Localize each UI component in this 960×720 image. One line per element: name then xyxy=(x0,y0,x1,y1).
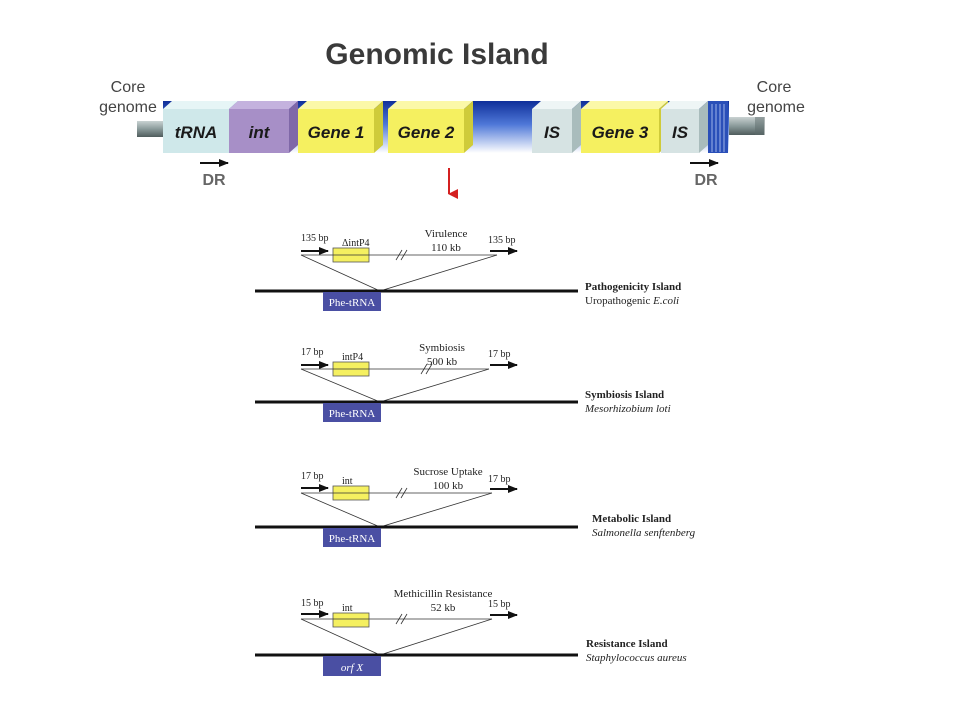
organism-name: Uropathogenic E.coli xyxy=(585,295,679,307)
break-mark xyxy=(395,487,408,499)
site-label: Phe-tRNA xyxy=(329,533,376,545)
segment-gene-2: Gene 2 xyxy=(388,101,473,153)
core-genome-left xyxy=(137,121,165,137)
gene-label: int xyxy=(342,476,353,487)
dr-left-size: 17 bp xyxy=(301,471,324,482)
size-label: 52 kb xyxy=(431,602,456,614)
segment-gene-2-label: Gene 2 xyxy=(398,123,455,142)
dr-left-size: 135 bp xyxy=(301,233,329,244)
site-box xyxy=(323,656,381,676)
dr-left-size: 15 bp xyxy=(301,598,324,609)
function-label: Virulence xyxy=(425,228,468,240)
site-box xyxy=(323,292,381,311)
page-title: Genomic Island xyxy=(325,38,548,71)
dr-right-size: 15 bp xyxy=(488,599,511,610)
gene-box xyxy=(332,612,370,628)
segment-trna: tRNA xyxy=(163,101,238,153)
segment-gene-1: Gene 1 xyxy=(298,101,383,153)
segment-is-1: IS xyxy=(532,101,581,153)
gene-label: int xyxy=(342,603,353,614)
dr-right-size: 135 bp xyxy=(488,235,516,246)
island-name: Pathogenicity Island xyxy=(585,281,681,293)
size-label: 500 kb xyxy=(427,356,458,368)
break-mark xyxy=(395,249,408,261)
segment-int-label: int xyxy=(249,123,271,142)
function-label: Methicillin Resistance xyxy=(394,588,493,600)
function-label: Sucrose Uptake xyxy=(413,466,482,478)
segment-is-1-label: IS xyxy=(544,123,561,142)
core-genome-right-label-2: genome xyxy=(747,99,805,116)
segment-gene-1-label: Gene 1 xyxy=(308,123,365,142)
island-panel-metabolic: 17 bp int Sucrose Uptake 100 kb 17 bp Ph… xyxy=(255,466,696,547)
gene-label: intP4 xyxy=(342,352,363,363)
island-panel-symbiosis: 17 bp intP4 Symbiosis 500 kb 17 bp Phe-t… xyxy=(255,342,671,422)
core-genome-left-label-1: Core xyxy=(111,79,146,96)
dr-left-label: DR xyxy=(202,172,226,189)
site-label: orf X xyxy=(341,662,365,674)
site-label: Phe-tRNA xyxy=(329,408,376,420)
island-panel-resistance: 15 bp int Methicillin Resistance 52 kb 1… xyxy=(255,588,687,676)
dr-left-size: 17 bp xyxy=(301,347,324,358)
island-name: Resistance Island xyxy=(586,638,668,650)
segment-gene-3-label: Gene 3 xyxy=(592,123,649,142)
segment-gene-3: Gene 3 xyxy=(581,101,668,153)
dr-right-label: DR xyxy=(694,172,718,189)
organism-name: Mesorhizobium loti xyxy=(584,403,671,415)
core-genome-left-label-2: genome xyxy=(99,99,157,116)
function-label: Symbiosis xyxy=(419,342,465,354)
core-genome-right xyxy=(726,117,765,135)
dr-right-size: 17 bp xyxy=(488,474,511,485)
size-label: 100 kb xyxy=(433,480,464,492)
segment-is-2: IS xyxy=(661,101,708,153)
segment-right-cap xyxy=(708,101,728,153)
break-mark xyxy=(395,613,408,625)
site-box xyxy=(323,528,381,547)
island-name: Metabolic Island xyxy=(592,513,671,525)
island-name: Symbiosis Island xyxy=(585,389,664,401)
segment-int: int xyxy=(229,101,298,153)
core-genome-right-label-1: Core xyxy=(757,79,792,96)
gene-label: ΔintP4 xyxy=(342,238,370,249)
island-panel-pathogenicity: 135 bp ΔintP4 Virulence 110 kb 135 bp Ph… xyxy=(255,228,681,311)
break-mark xyxy=(420,363,433,375)
dr-right-size: 17 bp xyxy=(488,349,511,360)
organism-name: Staphylococcus aureus xyxy=(586,652,687,664)
site-label: Phe-tRNA xyxy=(329,297,376,309)
size-label: 110 kb xyxy=(431,242,461,254)
segment-trna-label: tRNA xyxy=(175,123,218,142)
segment-is-2-label: IS xyxy=(672,123,689,142)
organism-name: Salmonella senftenberg xyxy=(592,527,696,539)
site-box xyxy=(323,403,381,422)
